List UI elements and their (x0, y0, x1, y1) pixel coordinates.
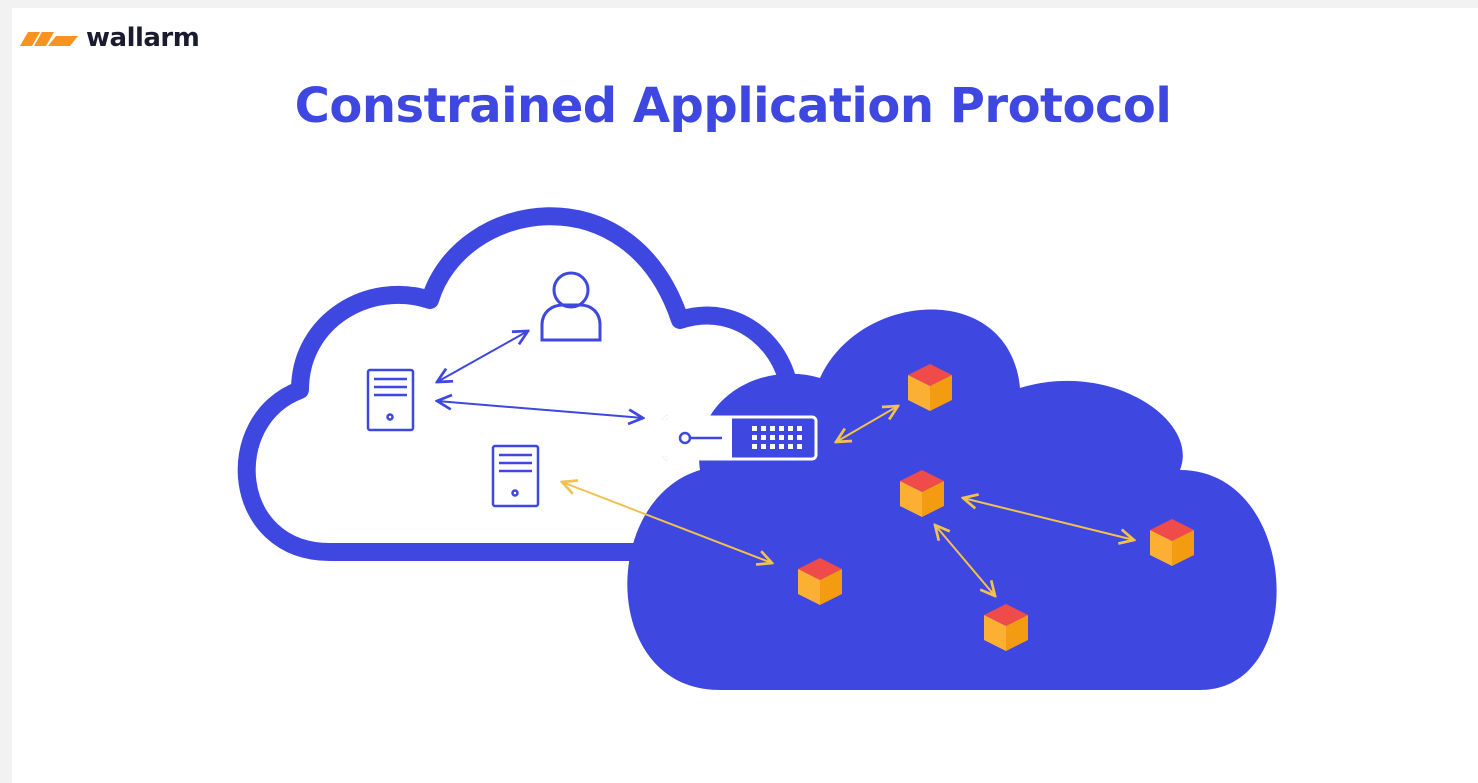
brand-name: wallarm (86, 23, 200, 53)
brand-logo: wallarm (20, 22, 200, 54)
connector-server-gateway (437, 401, 643, 418)
server-icon (366, 368, 415, 432)
page-title: Constrained Application Protocol (294, 78, 1172, 134)
connector-device-device-right (963, 498, 1134, 540)
connector-device-device-down (935, 525, 995, 596)
cloud-filled-icon (627, 309, 1277, 690)
server-icon (491, 444, 540, 508)
connector-server-user (437, 331, 528, 382)
connector-gateway-device (836, 406, 898, 442)
gateway-device-icon (662, 415, 818, 461)
connector-server-device (562, 482, 772, 563)
wallarm-logo-icon (20, 32, 78, 46)
user-icon (540, 271, 602, 342)
